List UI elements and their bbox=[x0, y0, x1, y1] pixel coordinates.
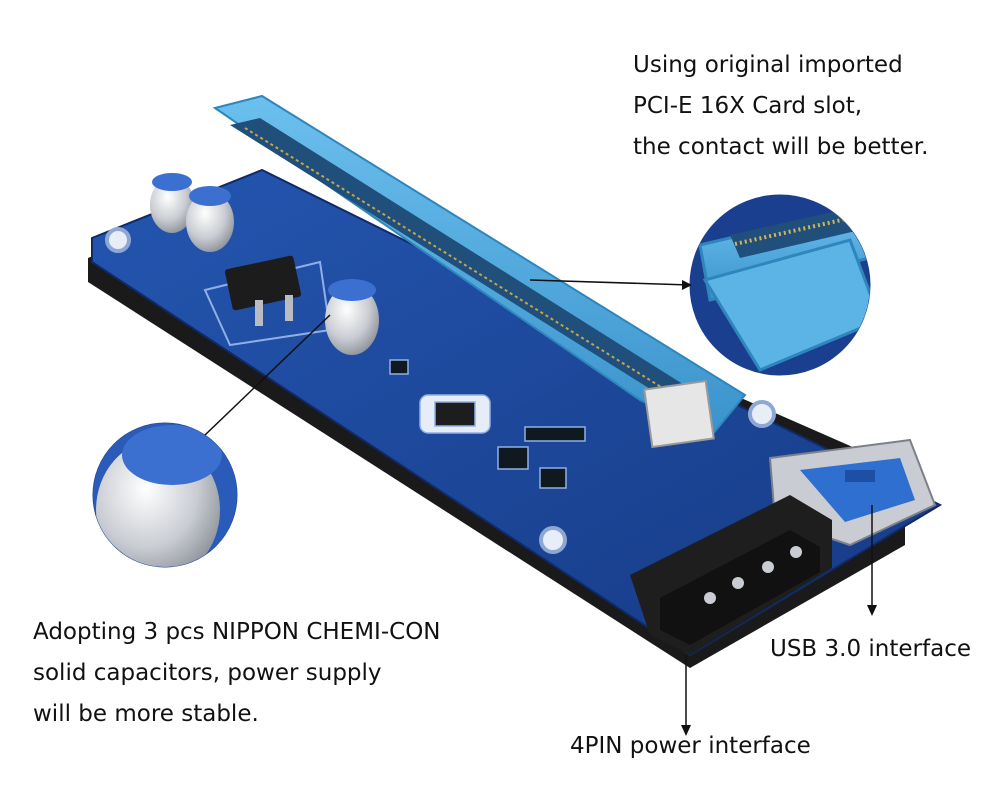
capacitor bbox=[186, 186, 234, 252]
molex-4pin-connector bbox=[630, 495, 832, 655]
smd-components bbox=[389, 359, 586, 489]
voltage-regulator bbox=[224, 255, 302, 326]
capacitor bbox=[325, 279, 379, 355]
pcie-16x-slot bbox=[212, 94, 747, 449]
slot-caption-line: Using original imported bbox=[633, 52, 903, 78]
mounting-hole bbox=[748, 400, 776, 428]
power-label: 4PIN power interface bbox=[570, 733, 811, 759]
slot-caption: Using original imported PCI-E 16X Card s… bbox=[633, 45, 928, 168]
mounting-hole bbox=[539, 526, 567, 554]
slot-pointer-arrow bbox=[682, 280, 692, 290]
capacitor-pointer-line bbox=[204, 314, 331, 436]
magnified-capacitor bbox=[89, 419, 241, 571]
capacitor-caption-line: solid capacitors, power supply bbox=[33, 660, 382, 686]
capacitor bbox=[150, 173, 194, 233]
mounting-hole bbox=[105, 227, 131, 253]
usb-label: USB 3.0 interface bbox=[770, 636, 971, 662]
capacitor-caption-line: Adopting 3 pcs NIPPON CHEMI-CON bbox=[33, 619, 441, 645]
power-pointer-arrow bbox=[681, 725, 691, 736]
slot-caption-line: PCI-E 16X Card slot, bbox=[633, 93, 863, 119]
capacitor-caption: Adopting 3 pcs NIPPON CHEMI-CON solid ca… bbox=[33, 612, 441, 735]
capacitor-caption-line: will be more stable. bbox=[33, 701, 259, 727]
slot-pointer-line bbox=[529, 279, 691, 286]
usb-pointer-arrow bbox=[867, 605, 877, 616]
slot-caption-line: the contact will be better. bbox=[633, 134, 929, 160]
magnified-slot-contacts bbox=[686, 191, 874, 379]
pcie-riser-board bbox=[88, 94, 943, 668]
